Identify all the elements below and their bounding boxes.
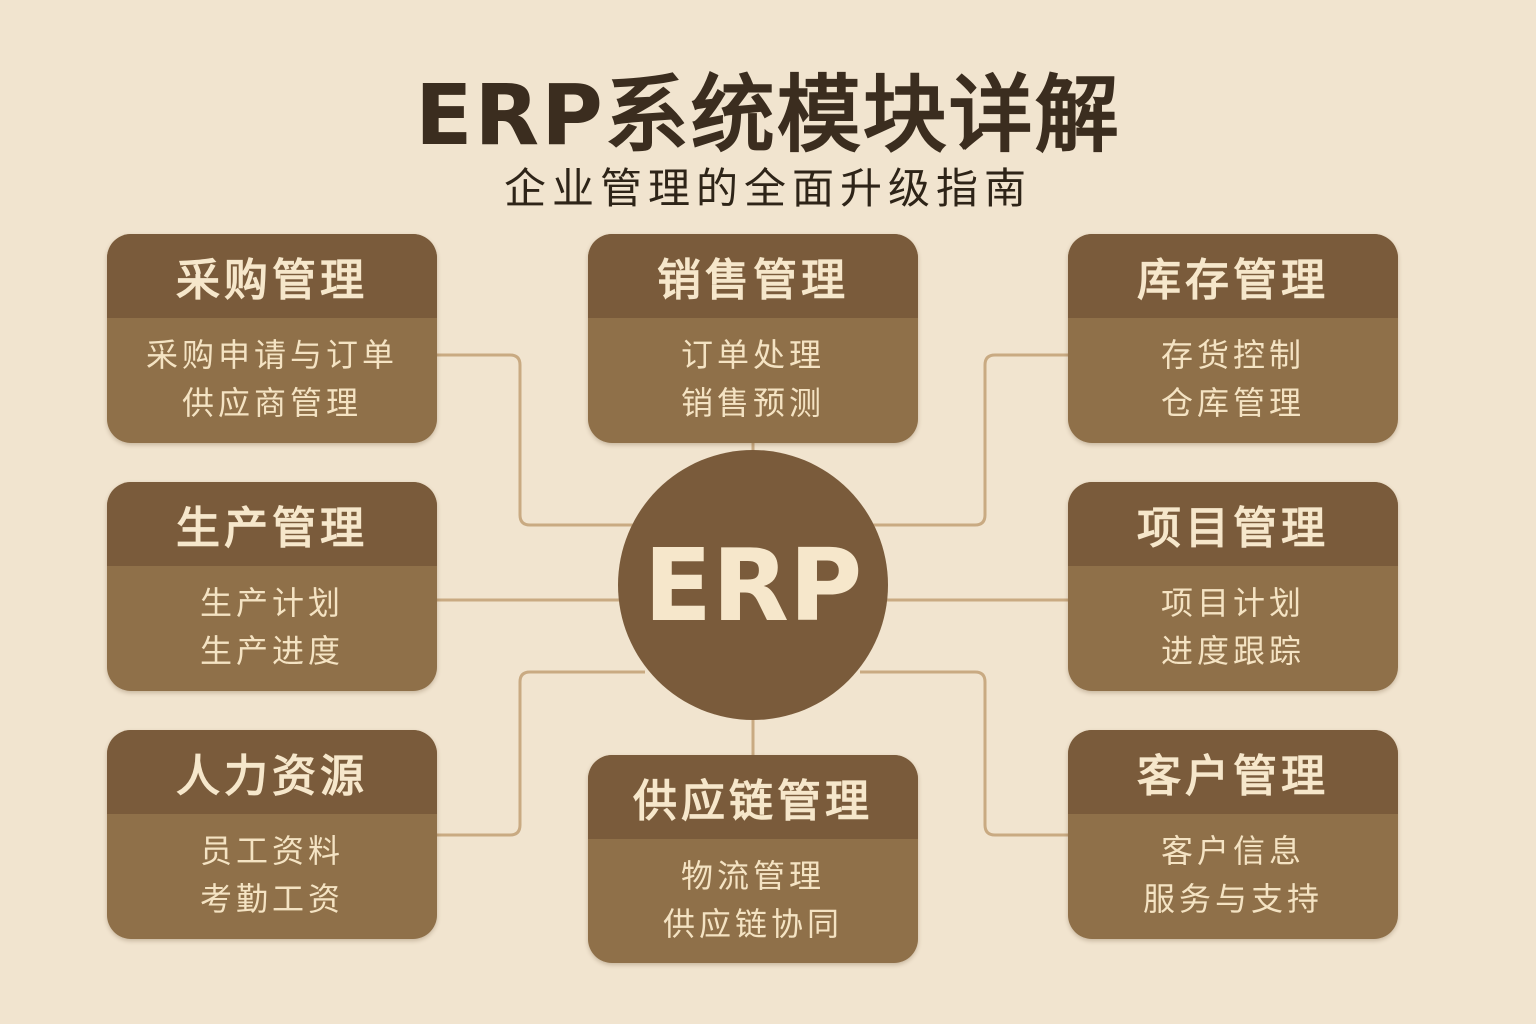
connector-purchase [437, 353, 645, 527]
module-production: 生产管理 生产计划生产进度 [107, 482, 437, 691]
module-item: 仓库管理 [1160, 384, 1305, 422]
module-item: 采购申请与订单 [145, 336, 398, 374]
module-item: 员工资料 [199, 832, 344, 870]
module-item: 生产进度 [199, 632, 344, 670]
module-customer: 客户管理 客户信息服务与支持 [1068, 730, 1398, 939]
module-supply-chain: 供应链管理 物流管理供应链协同 [588, 755, 918, 963]
module-title: 供应链管理 [588, 755, 918, 839]
module-item: 生产计划 [199, 584, 344, 622]
module-purchase: 采购管理 采购申请与订单供应商管理 [107, 234, 437, 443]
erp-hub: ERP [618, 450, 888, 720]
module-item: 订单处理 [680, 336, 825, 374]
module-item: 物流管理 [680, 857, 825, 895]
module-item: 进度跟踪 [1160, 632, 1305, 670]
module-title: 人力资源 [107, 730, 437, 814]
module-item: 供应商管理 [181, 384, 362, 422]
module-inventory: 库存管理 存货控制仓库管理 [1068, 234, 1398, 443]
module-title: 项目管理 [1068, 482, 1398, 566]
page-title: ERP系统模块详解 [415, 66, 1121, 164]
connector-hr [437, 670, 645, 837]
module-hr: 人力资源 员工资料考勤工资 [107, 730, 437, 939]
module-item: 考勤工资 [199, 880, 344, 918]
module-item: 服务与支持 [1142, 880, 1323, 918]
module-title: 生产管理 [107, 482, 437, 566]
module-title: 采购管理 [107, 234, 437, 318]
module-project: 项目管理 项目计划进度跟踪 [1068, 482, 1398, 691]
module-item: 供应链协同 [662, 905, 843, 943]
module-item: 销售预测 [680, 384, 825, 422]
module-item: 存货控制 [1160, 336, 1305, 374]
connector-inventory [860, 353, 1068, 527]
module-sales: 销售管理 订单处理销售预测 [588, 234, 918, 443]
module-item: 项目计划 [1160, 584, 1305, 622]
module-title: 客户管理 [1068, 730, 1398, 814]
page-subtitle: 企业管理的全面升级指南 [503, 164, 1032, 213]
connector-customer [860, 670, 1068, 837]
module-title: 销售管理 [588, 234, 918, 318]
module-item: 客户信息 [1160, 832, 1305, 870]
module-title: 库存管理 [1068, 234, 1398, 318]
